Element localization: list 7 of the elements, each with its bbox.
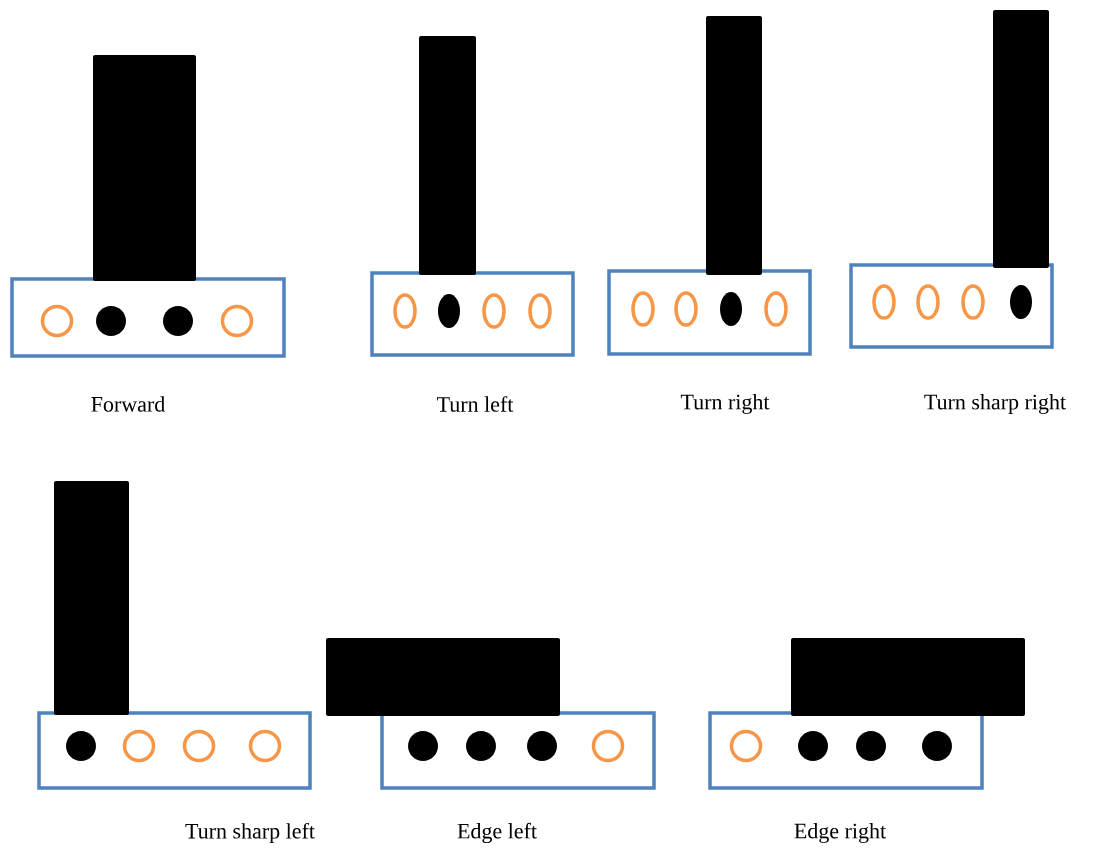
caption: Forward <box>91 396 165 412</box>
caption: Edge right <box>794 823 886 843</box>
caption: Turn sharp left <box>185 822 315 844</box>
caption: Turn sharp right <box>924 394 1066 414</box>
caption: Turn left <box>437 396 514 412</box>
caption: Edge left <box>457 822 537 844</box>
caption: Turn right <box>680 394 770 414</box>
